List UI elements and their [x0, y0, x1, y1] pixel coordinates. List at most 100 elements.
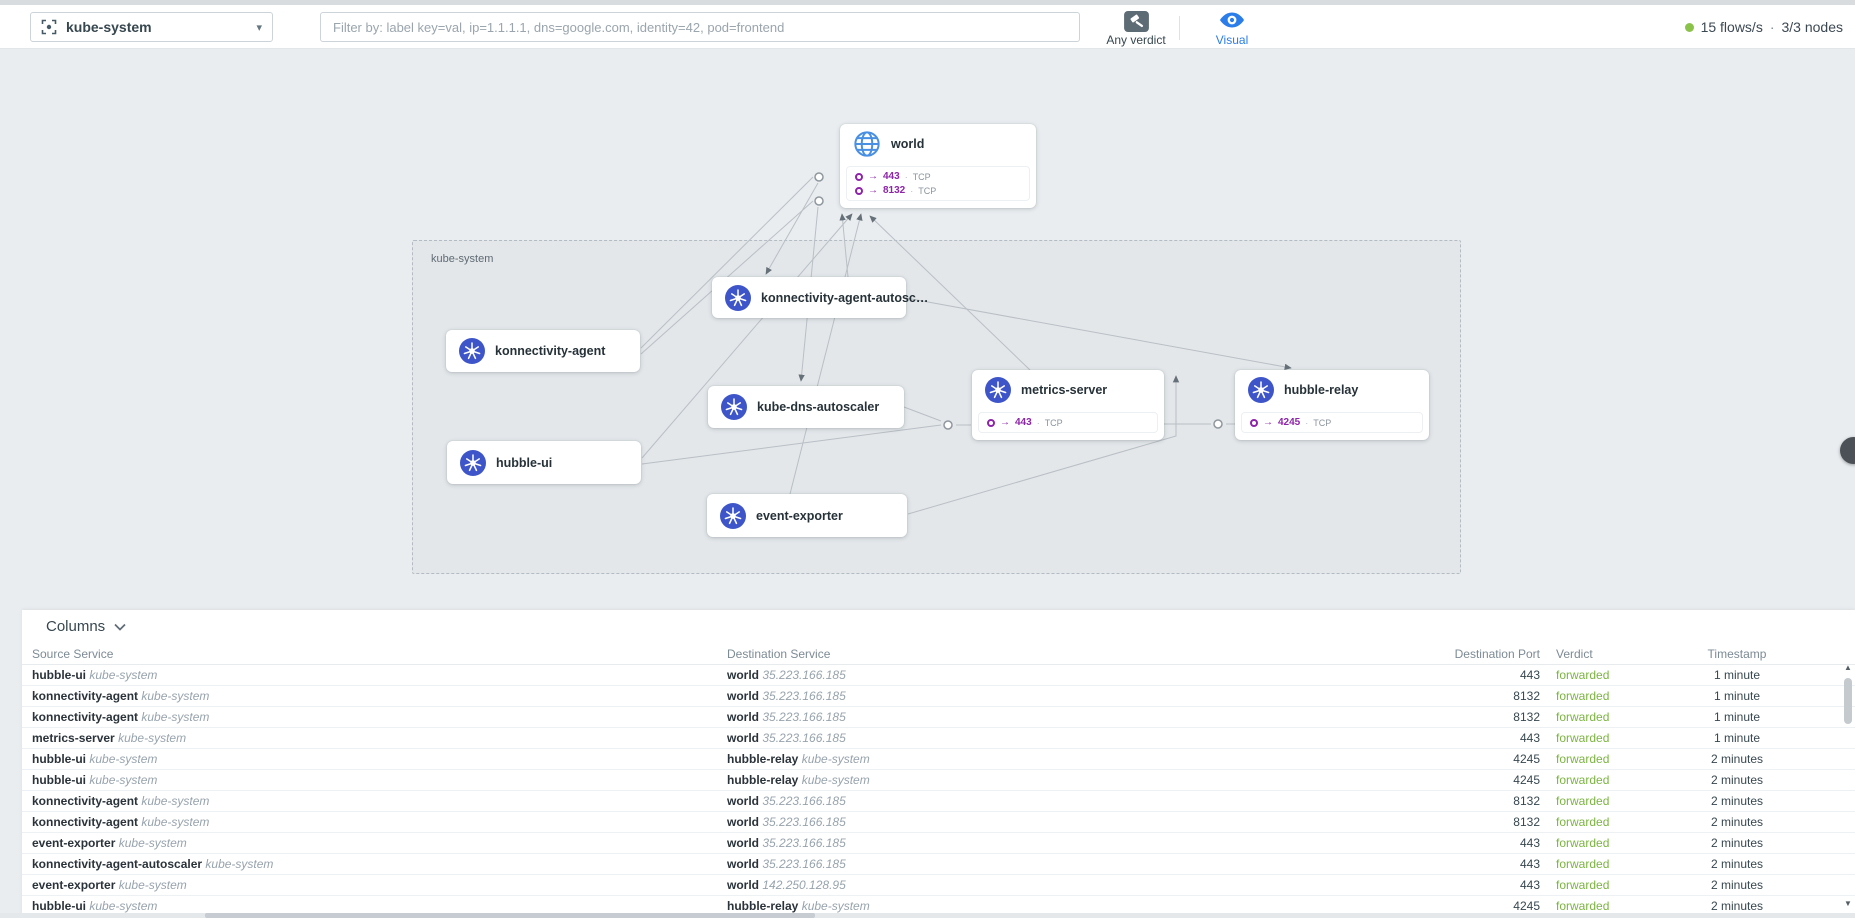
horizontal-scrollbar[interactable]	[0, 913, 1855, 918]
namespace-group-label: kube-system	[431, 253, 494, 265]
header-destination-service[interactable]: Destination Service	[727, 646, 831, 661]
flow-row[interactable]: hubble-ui kube-system hubble-relay kube-…	[22, 749, 1855, 770]
window-top-edge	[0, 0, 1855, 5]
flow-row[interactable]: hubble-ui kube-system world 35.223.166.1…	[22, 665, 1855, 686]
dest-meta: 35.223.166.185	[762, 836, 846, 850]
view-mode-label: Visual	[1215, 33, 1249, 47]
source-namespace: kube-system	[89, 773, 158, 787]
verdict-filter-label: Any verdict	[1106, 33, 1166, 47]
source-service-name: konnectivity-agent-autoscaler	[32, 857, 203, 871]
arrow-right-icon: →	[868, 184, 878, 196]
timestamp: 2 minutes	[1710, 857, 1764, 871]
timestamp: 1 minute	[1713, 668, 1761, 682]
source-service-name: metrics-server	[32, 731, 115, 745]
verdict-badge: forwarded	[1556, 857, 1610, 871]
source-namespace: kube-system	[205, 857, 274, 871]
dest-service-name: hubble-relay	[727, 899, 799, 913]
dest-service-name: world	[727, 689, 759, 703]
dest-meta: kube-system	[801, 752, 870, 766]
service-node-label: konnectivity-agent-autosc…	[761, 290, 929, 305]
shield-ring-icon	[1250, 418, 1258, 427]
dest-service-name: world	[727, 836, 759, 850]
timestamp: 2 minutes	[1710, 878, 1764, 892]
verdict-filter-button[interactable]: Any verdict	[1090, 11, 1182, 47]
source-namespace: kube-system	[141, 815, 210, 829]
verdict-badge: forwarded	[1556, 899, 1610, 913]
port-number: 4245	[1278, 417, 1301, 428]
scroll-down-button[interactable]: ▼	[1844, 899, 1852, 908]
header-timestamp[interactable]: Timestamp	[1707, 646, 1767, 661]
verdict-badge: forwarded	[1556, 836, 1610, 850]
flow-row[interactable]: konnectivity-agent kube-system world 35.…	[22, 686, 1855, 707]
dest-service-name: world	[727, 794, 759, 808]
arrow-right-icon: →	[868, 170, 878, 182]
timestamp: 1 minute	[1713, 710, 1761, 724]
flow-row[interactable]: konnectivity-agent-autoscaler kube-syste…	[22, 854, 1855, 875]
service-node-hubble-ui[interactable]: hubble-ui	[447, 441, 641, 484]
map-overflow-button[interactable]	[1840, 437, 1855, 464]
port-list: → 443 · TCP → 8132 · TCP	[846, 166, 1030, 201]
dest-service-name: world	[727, 710, 759, 724]
flow-row[interactable]: hubble-ui kube-system hubble-relay kube-…	[22, 770, 1855, 791]
service-node-konnectivity-agent[interactable]: konnectivity-agent	[446, 330, 640, 372]
source-service-name: hubble-ui	[32, 899, 86, 913]
columns-label: Columns	[46, 618, 106, 635]
dest-meta: 35.223.166.185	[762, 731, 846, 745]
kubernetes-icon	[720, 502, 746, 529]
columns-dropdown[interactable]: Columns	[22, 610, 1855, 643]
header-source-service[interactable]: Source Service	[32, 646, 114, 661]
port-row[interactable]: → 4245 · TCP	[1250, 417, 1414, 428]
dest-service-name: hubble-relay	[727, 752, 799, 766]
port-row[interactable]: → 443 · TCP	[987, 417, 1149, 428]
service-node-event-exporter[interactable]: event-exporter	[707, 494, 907, 537]
source-namespace: kube-system	[89, 752, 158, 766]
kubernetes-icon	[460, 449, 486, 476]
flow-row[interactable]: metrics-server kube-system world 35.223.…	[22, 728, 1855, 749]
source-service-name: konnectivity-agent	[32, 710, 139, 724]
source-namespace: kube-system	[141, 710, 210, 724]
service-node-konnectivity-agent-autoscaler[interactable]: konnectivity-agent-autosc…	[712, 277, 928, 318]
port-protocol: TCP	[918, 185, 937, 196]
horizontal-scrollbar-thumb[interactable]	[205, 913, 815, 918]
port-protocol: TCP	[1044, 417, 1063, 428]
flow-row[interactable]: konnectivity-agent kube-system world 35.…	[22, 791, 1855, 812]
kubernetes-icon	[721, 394, 747, 420]
scroll-up-button[interactable]: ▲	[1844, 663, 1852, 672]
port-row[interactable]: → 443 · TCP	[855, 171, 1021, 182]
flow-row[interactable]: event-exporter kube-system world 35.223.…	[22, 833, 1855, 854]
timestamp: 2 minutes	[1710, 836, 1764, 850]
namespace-selector[interactable]: kube-system ▾	[30, 12, 273, 42]
source-namespace: kube-system	[141, 794, 210, 808]
flow-filter-input[interactable]	[320, 12, 1080, 42]
flow-row[interactable]: event-exporter kube-system world 142.250…	[22, 875, 1855, 896]
dest-port: 443	[1519, 836, 1540, 850]
source-service-name: konnectivity-agent	[32, 689, 139, 703]
service-node-kube-dns-autoscaler[interactable]: kube-dns-autoscaler	[708, 386, 904, 428]
flow-row[interactable]: konnectivity-agent kube-system world 35.…	[22, 707, 1855, 728]
port-row[interactable]: → 8132 · TCP	[855, 185, 1021, 196]
chevron-down-icon	[114, 623, 126, 631]
connection-status: 15 flows/s · 3/3 nodes	[1684, 5, 1844, 49]
flow-row[interactable]: konnectivity-agent kube-system world 35.…	[22, 812, 1855, 833]
green-dot-icon	[1684, 22, 1694, 32]
dest-meta: 35.223.166.185	[762, 857, 846, 871]
verdict-badge: forwarded	[1556, 815, 1610, 829]
shield-ring-icon	[855, 172, 863, 181]
dest-port: 443	[1519, 878, 1540, 892]
namespace-frame-icon	[41, 19, 57, 35]
view-mode-toggle[interactable]: Visual	[1196, 11, 1268, 47]
dest-meta: 142.250.128.95	[762, 878, 846, 892]
nodes-count: 3/3 nodes	[1781, 19, 1844, 35]
source-namespace: kube-system	[118, 731, 187, 745]
dest-service-name: world	[727, 815, 759, 829]
flows-vertical-scrollbar[interactable]: ▲ ▼	[1842, 662, 1854, 910]
service-node-hubble-relay[interactable]: hubble-relay → 4245 · TCP	[1235, 370, 1429, 440]
top-toolbar: kube-system ▾ Any verdict Visual	[0, 5, 1855, 49]
header-destination-port[interactable]: Destination Port	[1454, 646, 1540, 661]
header-verdict[interactable]: Verdict	[1556, 646, 1593, 661]
service-node-world[interactable]: world → 443 · TCP → 8132 · TCP	[840, 124, 1036, 208]
scrollbar-thumb[interactable]	[1844, 678, 1852, 724]
service-node-metrics-server[interactable]: metrics-server → 443 · TCP	[972, 370, 1164, 440]
timestamp: 2 minutes	[1710, 815, 1764, 829]
